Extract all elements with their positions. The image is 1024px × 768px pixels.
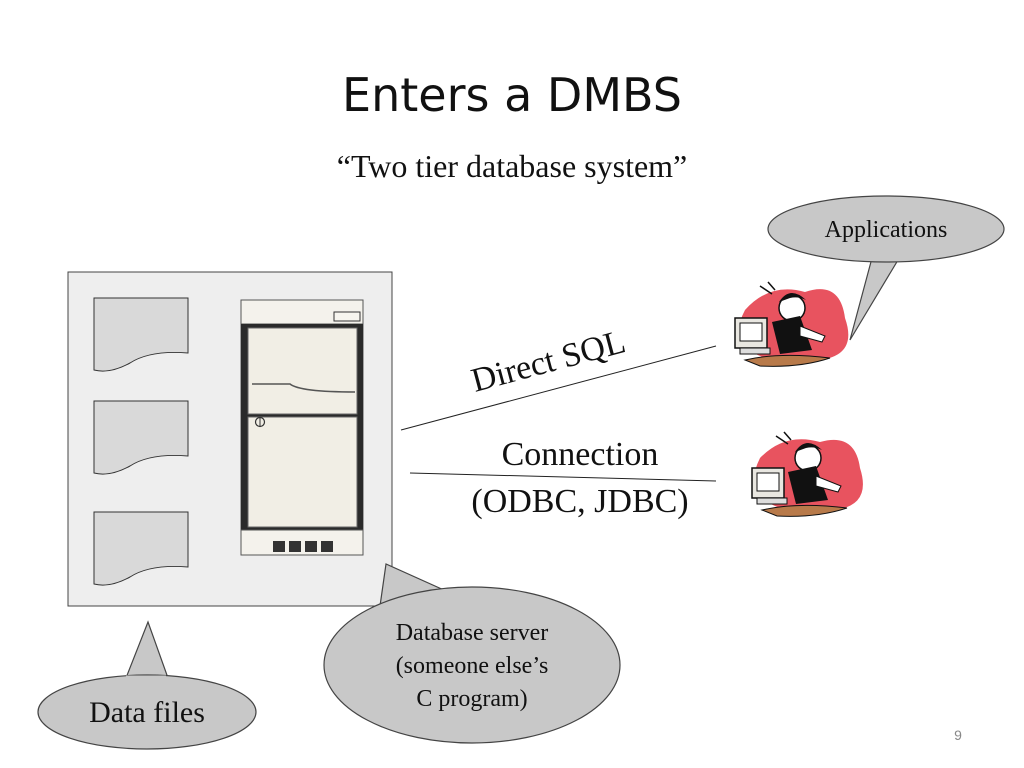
database-server-bubble bbox=[323, 586, 621, 744]
direct-sql-link bbox=[400, 345, 717, 431]
slide-title: Enters a DMBS bbox=[342, 68, 682, 122]
data-file-icon bbox=[93, 511, 189, 586]
data-file-icon bbox=[93, 297, 189, 372]
database-server-program-label: C program) bbox=[416, 686, 527, 712]
application-user-icon bbox=[734, 281, 849, 367]
data-files-label: Data files bbox=[89, 696, 205, 729]
database-server-owner-label: (someone else’s bbox=[396, 653, 549, 679]
data-files-bubble bbox=[37, 674, 257, 750]
subtitle-close-quote: ” bbox=[673, 148, 688, 184]
data-files-callout bbox=[123, 620, 169, 684]
subtitle-text: Two tier database system bbox=[350, 148, 674, 184]
data-file-icon bbox=[93, 400, 189, 475]
applications-label: Applications bbox=[825, 217, 948, 243]
server-cabinet-icon bbox=[240, 299, 364, 556]
connection-link bbox=[409, 472, 717, 482]
direct-sql-label: Direct SQL bbox=[467, 323, 629, 400]
slide-subtitle: “Two tier database system” bbox=[0, 148, 1024, 185]
applications-bubble bbox=[767, 195, 1005, 263]
page-number: 9 bbox=[954, 727, 962, 743]
connection-label: Connection bbox=[502, 436, 659, 473]
connection-protocols-label: (ODBC, JDBC) bbox=[471, 483, 688, 520]
applications-callout bbox=[849, 257, 900, 341]
database-server-label: Database server bbox=[396, 620, 549, 646]
application-user-icon bbox=[751, 431, 863, 517]
subtitle-open-quote: “ bbox=[336, 148, 351, 184]
